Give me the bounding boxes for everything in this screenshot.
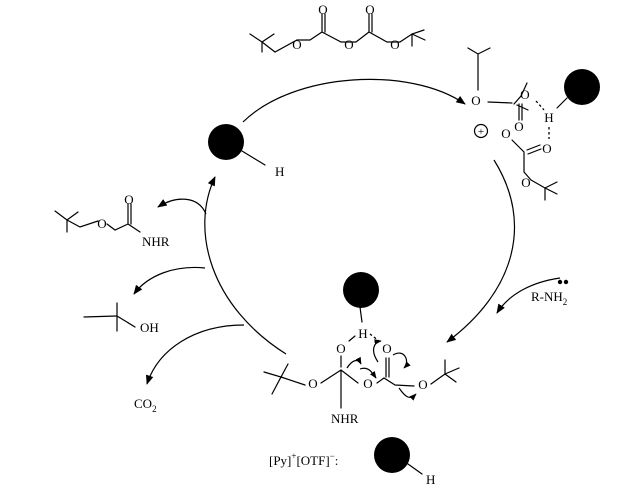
atom-label-h: H: [426, 472, 435, 487]
catalyst-formula: [Py]+[OTF]−:: [269, 451, 338, 468]
atom-label-h: H: [275, 164, 284, 179]
nhr-label: NHR: [142, 234, 170, 249]
cycle-arrow-activation: [242, 78, 466, 123]
atom-label-o: O: [390, 37, 399, 52]
atom-label-o: O: [363, 376, 372, 391]
amine-reagent: R-NH2: [531, 279, 569, 307]
atom-label-o: O: [514, 119, 523, 134]
positive-charge-sign: +: [478, 126, 484, 138]
activated-complex-structure: O O O H O O O +: [467, 47, 600, 201]
atom-label-o: O: [542, 141, 551, 156]
catalyst-ball-icon: [343, 272, 379, 308]
co2-label: CO2: [134, 396, 157, 414]
atom-label-o: O: [520, 87, 529, 102]
release-arrow-co2: [146, 324, 245, 385]
tert-butanol-product-structure: OH: [83, 302, 159, 335]
atom-label-h: H: [544, 110, 553, 125]
atom-label-o: O: [124, 192, 133, 207]
carbon-dioxide-product: CO2: [134, 396, 157, 414]
release-arrow-tbuoh: [133, 266, 206, 295]
atom-label-o: O: [501, 126, 510, 141]
atom-label-o: O: [292, 37, 301, 52]
oh-label: OH: [140, 320, 159, 335]
catalyst-ball-icon: [564, 69, 600, 105]
positive-charge-icon: [473, 123, 489, 139]
release-arrow-carbamate: [157, 198, 207, 215]
reaction-cycle-arrows: [133, 78, 561, 385]
catalyst-ball-icon: [208, 124, 244, 160]
free-catalyst-structure: H: [208, 124, 284, 179]
cycle-arrow-regeneration: [204, 176, 287, 355]
atom-label-o: O: [318, 2, 327, 17]
atom-label-o: O: [308, 376, 317, 391]
catalyst-legend: [Py]+[OTF]−: H: [269, 437, 435, 487]
atom-label-h: H: [358, 326, 367, 341]
boc-carbamate-product-structure: O O NHR: [54, 192, 170, 249]
cycle-arrow-aminolysis: [446, 159, 515, 343]
tetrahedral-intermediate-structure: H O O O O O NHR: [263, 272, 460, 426]
atom-label-o: O: [418, 377, 427, 392]
atom-label-o: O: [471, 93, 480, 108]
amine-label: R-NH2: [531, 289, 567, 307]
amine-addition-arrow: [496, 277, 561, 314]
nhr-label: NHR: [331, 411, 359, 426]
atom-label-o: O: [365, 2, 374, 17]
catalyst-ball-icon: [374, 437, 410, 473]
atom-label-o: O: [521, 175, 530, 190]
boc-anhydride-structure: O O O O O: [249, 2, 426, 53]
atom-label-o: O: [97, 216, 106, 231]
atom-label-o: O: [344, 37, 353, 52]
atom-label-o: O: [336, 341, 345, 356]
atom-label-o: O: [382, 341, 391, 356]
